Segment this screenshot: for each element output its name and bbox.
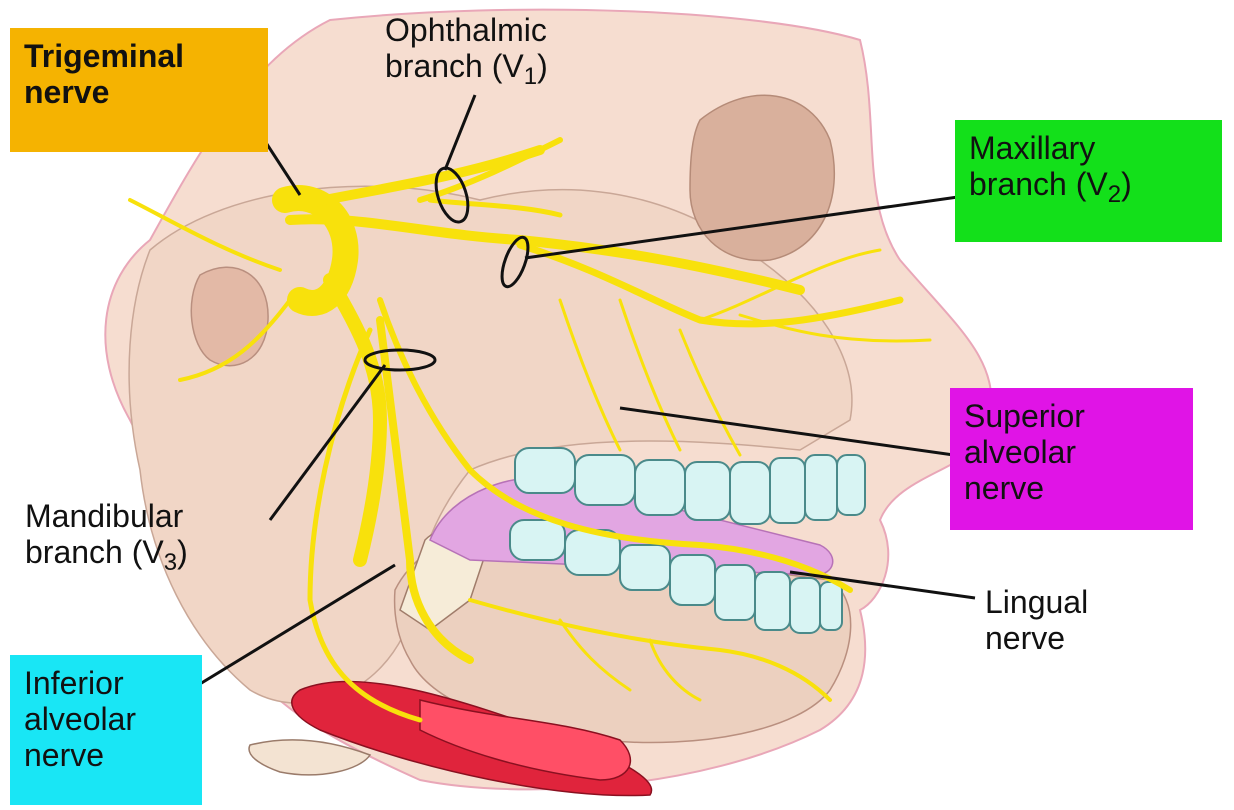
eye-orbit: [690, 95, 834, 260]
trigeminal-label-line1: Trigeminal: [24, 38, 254, 74]
superior-alveolar-label: Superior alveolar nerve: [950, 388, 1193, 530]
lingual-label-line1: Lingual: [985, 584, 1088, 620]
mandibular-label-line2: branch (V3): [25, 534, 188, 570]
lingual-label: Lingual nerve: [985, 584, 1088, 656]
superior-label-line1: Superior: [964, 398, 1179, 434]
ear: [191, 267, 268, 365]
lingual-label-line2: nerve: [985, 620, 1088, 656]
superior-label-line3: nerve: [964, 470, 1179, 506]
trigeminal-label: Trigeminal nerve: [10, 28, 268, 152]
inferior-label-line3: nerve: [24, 737, 188, 773]
mandibular-label: Mandibular branch (V3): [25, 498, 188, 570]
inferior-label-line2: alveolar: [24, 701, 188, 737]
ophthalmic-label: Ophthalmic branch (V1): [385, 12, 548, 84]
inferior-alveolar-label: Inferior alveolar nerve: [10, 655, 202, 805]
ophthalmic-label-line2: branch (V1): [385, 48, 548, 84]
maxillary-label-line2: branch (V2): [969, 166, 1208, 202]
inferior-label-line1: Inferior: [24, 665, 188, 701]
maxillary-label-line1: Maxillary: [969, 130, 1208, 166]
ophthalmic-label-line1: Ophthalmic: [385, 12, 548, 48]
superior-label-line2: alveolar: [964, 434, 1179, 470]
mandibular-label-line1: Mandibular: [25, 498, 188, 534]
maxillary-label: Maxillary branch (V2): [955, 120, 1222, 242]
trigeminal-label-line2: nerve: [24, 74, 254, 110]
